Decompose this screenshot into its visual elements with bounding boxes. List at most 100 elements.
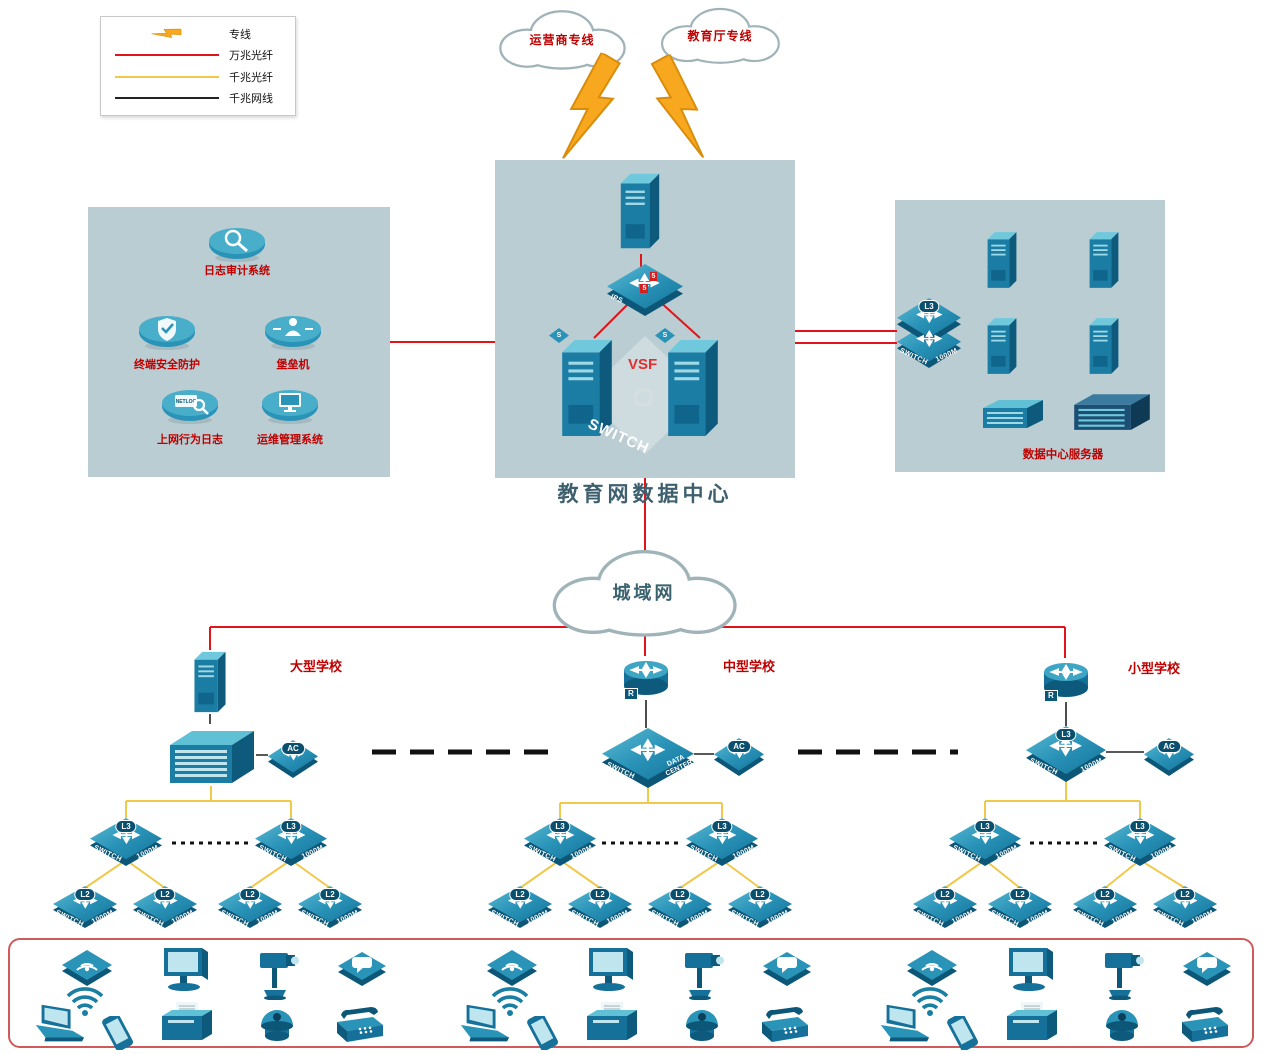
- core-switch-server-left: S: [549, 328, 618, 444]
- smartphone-icon: [94, 1016, 142, 1050]
- dome-camera-icon: [1101, 1004, 1143, 1046]
- education-cloud: 教育厅专线: [644, 4, 796, 66]
- l3-badge: L3: [115, 819, 137, 833]
- server-tower-icon: [1086, 228, 1122, 292]
- printer-icon: [583, 1000, 637, 1046]
- desktop-monitor-icon: [158, 946, 214, 994]
- printer-icon: [158, 1000, 212, 1046]
- smartphone-icon: [939, 1016, 987, 1050]
- server-zone-title: 数据中心服务器: [1022, 449, 1104, 461]
- smartphone-icon: [519, 1016, 567, 1050]
- l3-badge: L3: [1055, 728, 1077, 742]
- laptop-icon: [30, 1004, 86, 1046]
- l2-badge: L2: [589, 887, 611, 901]
- server-tower-icon: [984, 314, 1020, 378]
- telephone-icon: [758, 1006, 812, 1046]
- server-tower-icon: [984, 228, 1020, 292]
- core-switch-server-right: S: [655, 328, 724, 444]
- l3-badge: L3: [918, 299, 940, 313]
- medium-school-core-switch: SWITCH DATA CENTER: [602, 728, 694, 788]
- vsf-label: VSF: [628, 356, 658, 373]
- server-tower-icon: [1086, 314, 1122, 378]
- voip-device-icon: [336, 950, 388, 988]
- log-audit-icon: [205, 224, 269, 266]
- switch-arrows-icon: [623, 736, 673, 764]
- desktop-monitor-icon: [583, 946, 639, 994]
- dome-camera-icon: [681, 1004, 723, 1046]
- metro-cloud-label: 城域网: [612, 583, 676, 604]
- legend-label: 万兆光纤: [229, 50, 273, 63]
- laptop-icon: [875, 1004, 931, 1046]
- voip-device-icon: [761, 950, 813, 988]
- behavior-log-label: 上网行为日志: [157, 434, 223, 446]
- l3-badge: L3: [280, 819, 302, 833]
- l3-badge: L3: [974, 819, 996, 833]
- router-badge: R: [624, 688, 638, 700]
- legend-label: 千兆光纤: [229, 71, 273, 84]
- education-cloud-label: 教育厅专线: [687, 28, 753, 43]
- storage-rack-icon: [980, 396, 1046, 430]
- switch-arrows-icon: [912, 328, 947, 349]
- l2-badge: L2: [934, 887, 956, 901]
- behavior-log-icon: NETLOG: [158, 386, 222, 428]
- legend: 专线 万兆光纤 千兆光纤 千兆网线: [100, 16, 296, 116]
- log-audit-label: 日志审计系统: [204, 265, 270, 277]
- l3-badge: L3: [711, 819, 733, 833]
- medium-school-ac: AC: [714, 738, 764, 776]
- l2-badge: L2: [1009, 887, 1031, 901]
- l2-badge: L2: [509, 887, 531, 901]
- black-line-icon: [115, 97, 219, 100]
- svg-text:NETLOG: NETLOG: [176, 399, 197, 405]
- legend-item-10g-fiber: 万兆光纤: [115, 45, 281, 65]
- large-school-gateway-icon: [166, 722, 256, 788]
- ac-badge: AC: [281, 741, 305, 755]
- large-school-label: 大型学校: [290, 659, 343, 674]
- ptz-camera-icon: [677, 946, 727, 1000]
- legend-label: 专线: [229, 28, 251, 41]
- terminal-security-label: 终端安全防护: [134, 359, 200, 371]
- printer-icon: [1003, 1000, 1057, 1046]
- vsf-ring-icon: [634, 388, 653, 407]
- router-badge: R: [1044, 690, 1058, 702]
- irf-tag: S: [655, 328, 675, 343]
- small-school-core-switch: L3 SWITCH 1000M: [1026, 726, 1106, 782]
- ptz-camera-icon: [1097, 946, 1147, 1000]
- red-line-icon: [115, 54, 219, 57]
- medium-school-router: R: [620, 654, 672, 700]
- ops-management-icon: [258, 386, 322, 428]
- l2-badge: L2: [1174, 887, 1196, 901]
- carrier-cloud-label: 运营商专线: [529, 32, 595, 47]
- l3-badge: L3: [1129, 819, 1151, 833]
- lightning-icon: [115, 19, 219, 49]
- medium-school-label: 中型学校: [723, 659, 776, 674]
- terminal-security-icon: [135, 312, 199, 354]
- large-school-server-icon: [188, 648, 232, 716]
- carrier-cloud: 运营商专线: [486, 6, 638, 72]
- ac-badge: AC: [727, 739, 751, 753]
- legend-label: 千兆网线: [229, 93, 273, 106]
- ptz-camera-icon: [252, 946, 302, 1000]
- laptop-icon: [455, 1004, 511, 1046]
- core-firewall-server-icon: [616, 168, 664, 254]
- small-school-ac: AC: [1144, 738, 1194, 776]
- server-tower-icon: [662, 332, 724, 444]
- small-school-router: R: [1040, 656, 1092, 702]
- telephone-icon: [1178, 1006, 1232, 1046]
